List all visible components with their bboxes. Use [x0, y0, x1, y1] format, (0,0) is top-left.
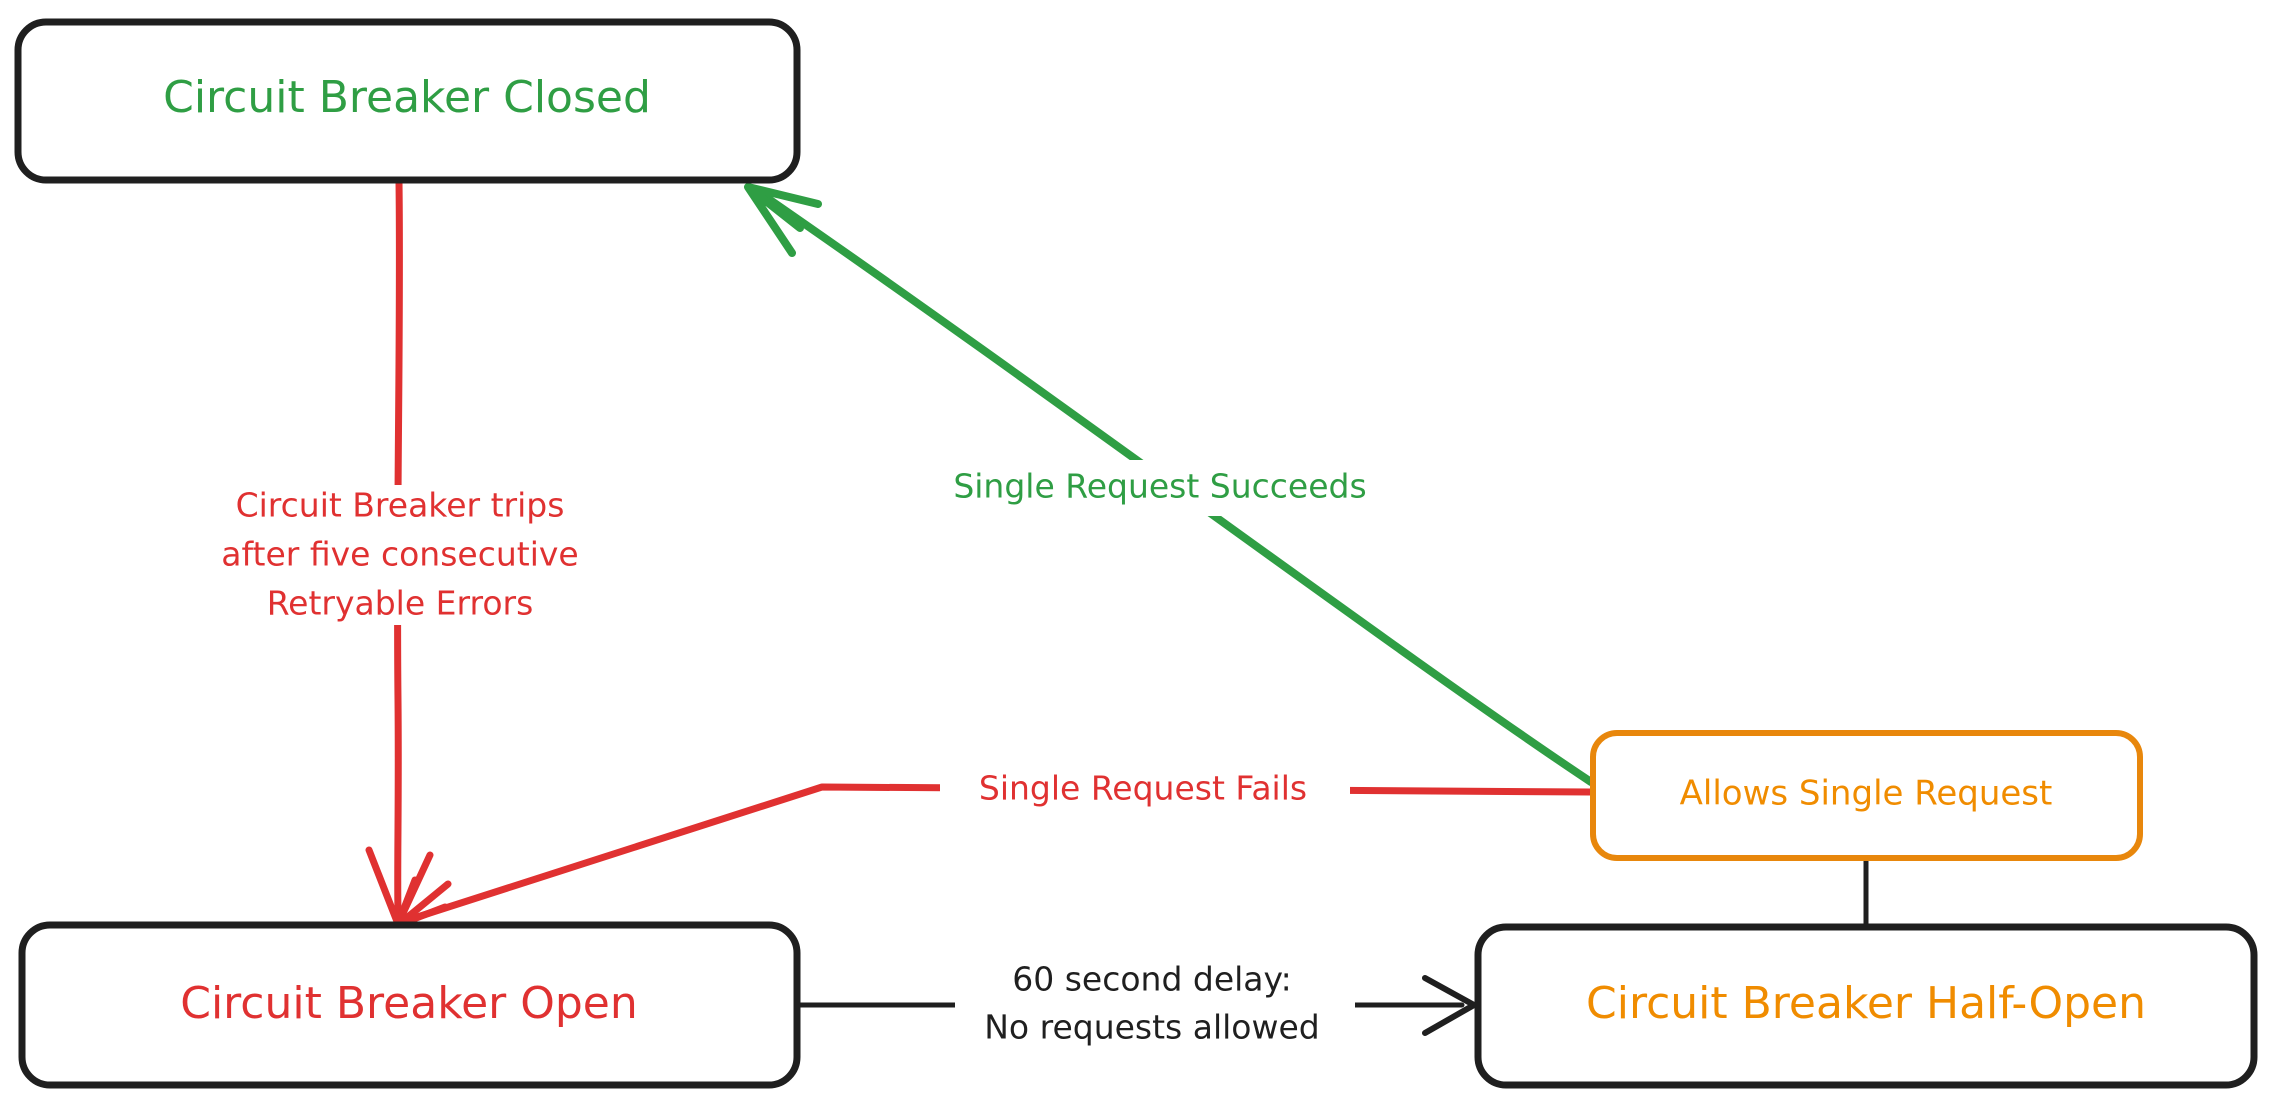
node-allows-single-request[interactable]: Allows Single Request [1590, 730, 2143, 861]
node-closed-box[interactable] [14, 18, 801, 184]
node-allows-box[interactable] [1590, 730, 2143, 861]
node-circuit-breaker-closed[interactable]: Circuit Breaker Closed [14, 18, 801, 184]
edge-allows-to-closed-arrowhead [744, 183, 822, 257]
edge-label-open-to-halfopen-line2: No requests allowed [984, 1008, 1319, 1047]
edge-label-open-to-halfopen-line1: 60 second delay: [1012, 960, 1292, 999]
edge-label-closed-to-open-line1: Circuit Breaker trips [236, 486, 565, 525]
node-circuit-breaker-open[interactable]: Circuit Breaker Open [18, 921, 801, 1089]
node-circuit-breaker-half-open[interactable]: Circuit Breaker Half-Open [1474, 923, 2258, 1089]
edge-label-open-to-halfopen-bg [955, 955, 1355, 1055]
edge-label-allows-to-open-text: Single Request Fails [979, 769, 1307, 808]
edge-label-closed-to-open-bg [180, 485, 628, 625]
node-open-label: Circuit Breaker Open [180, 978, 638, 1029]
edge-label-closed-to-open: Circuit Breaker trips after five consecu… [180, 485, 628, 625]
edge-allows-to-closed-line [756, 189, 1595, 786]
node-closed-label: Circuit Breaker Closed [163, 72, 651, 123]
edge-closed-to-open [365, 178, 434, 928]
edge-label-open-to-halfopen: 60 second delay: No requests allowed [955, 955, 1355, 1055]
edge-open-to-halfopen-arrowhead [1422, 975, 1477, 1036]
edge-label-closed-to-open-line3: Retryable Errors [267, 584, 534, 623]
edge-label-allows-to-open: Single Request Fails [940, 764, 1350, 816]
edge-label-allows-to-closed-bg [910, 460, 1410, 516]
edge-label-allows-to-closed: Single Request Succeeds [910, 460, 1410, 516]
node-open-box[interactable] [18, 921, 801, 1089]
node-allows-label: Allows Single Request [1680, 774, 2053, 814]
edge-label-allows-to-open-bg [940, 764, 1350, 816]
edge-closed-to-open-arrowhead [365, 846, 434, 928]
edge-allows-to-closed [744, 183, 1595, 786]
edge-closed-to-open-line [394, 178, 403, 916]
edge-label-allows-to-closed-text: Single Request Succeeds [953, 467, 1366, 506]
edge-label-closed-to-open-line2: after five consecutive [221, 535, 578, 574]
node-halfopen-label: Circuit Breaker Half-Open [1586, 978, 2146, 1029]
node-halfopen-box[interactable] [1474, 923, 2258, 1089]
